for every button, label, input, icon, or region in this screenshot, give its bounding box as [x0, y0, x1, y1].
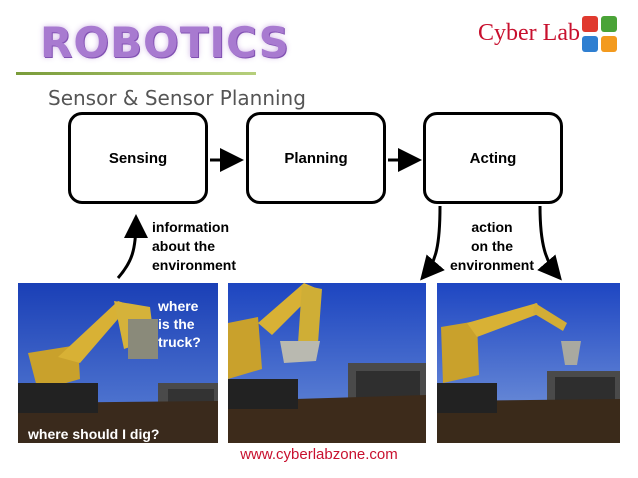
acting-box: Acting	[423, 112, 563, 204]
excavator-photo-2	[228, 283, 426, 443]
slide-subtitle: Sensor & Sensor Planning	[48, 86, 306, 110]
title-underline	[16, 72, 256, 75]
sensing-box: Sensing	[68, 112, 208, 204]
left-note: information about the environment	[152, 219, 237, 273]
photo1-caption-top: where is the truck?	[158, 298, 201, 350]
excavator-photo-1: where is the truck? where should I dig?	[18, 283, 218, 443]
logo-text: Cyber Lab	[478, 20, 580, 46]
excavator-scene-2	[228, 283, 426, 443]
excavator-scene-1	[18, 283, 218, 443]
excavator-photo-3	[437, 283, 620, 443]
photo1-caption-bottom: where should I dig?	[28, 426, 160, 442]
slide-title: ROBOTICS	[40, 18, 290, 67]
logo-tiles-icon	[582, 16, 617, 52]
planning-box: Planning	[246, 112, 386, 204]
excavator-scene-3	[437, 283, 620, 443]
arrow-acting-to-environment-left	[420, 205, 445, 281]
arrow-acting-to-environment-right	[537, 205, 562, 281]
right-note: action on the environment	[449, 219, 534, 273]
website-url: www.cyberlabzone.com	[240, 446, 398, 463]
arrow-environment-to-sensing	[116, 214, 148, 279]
